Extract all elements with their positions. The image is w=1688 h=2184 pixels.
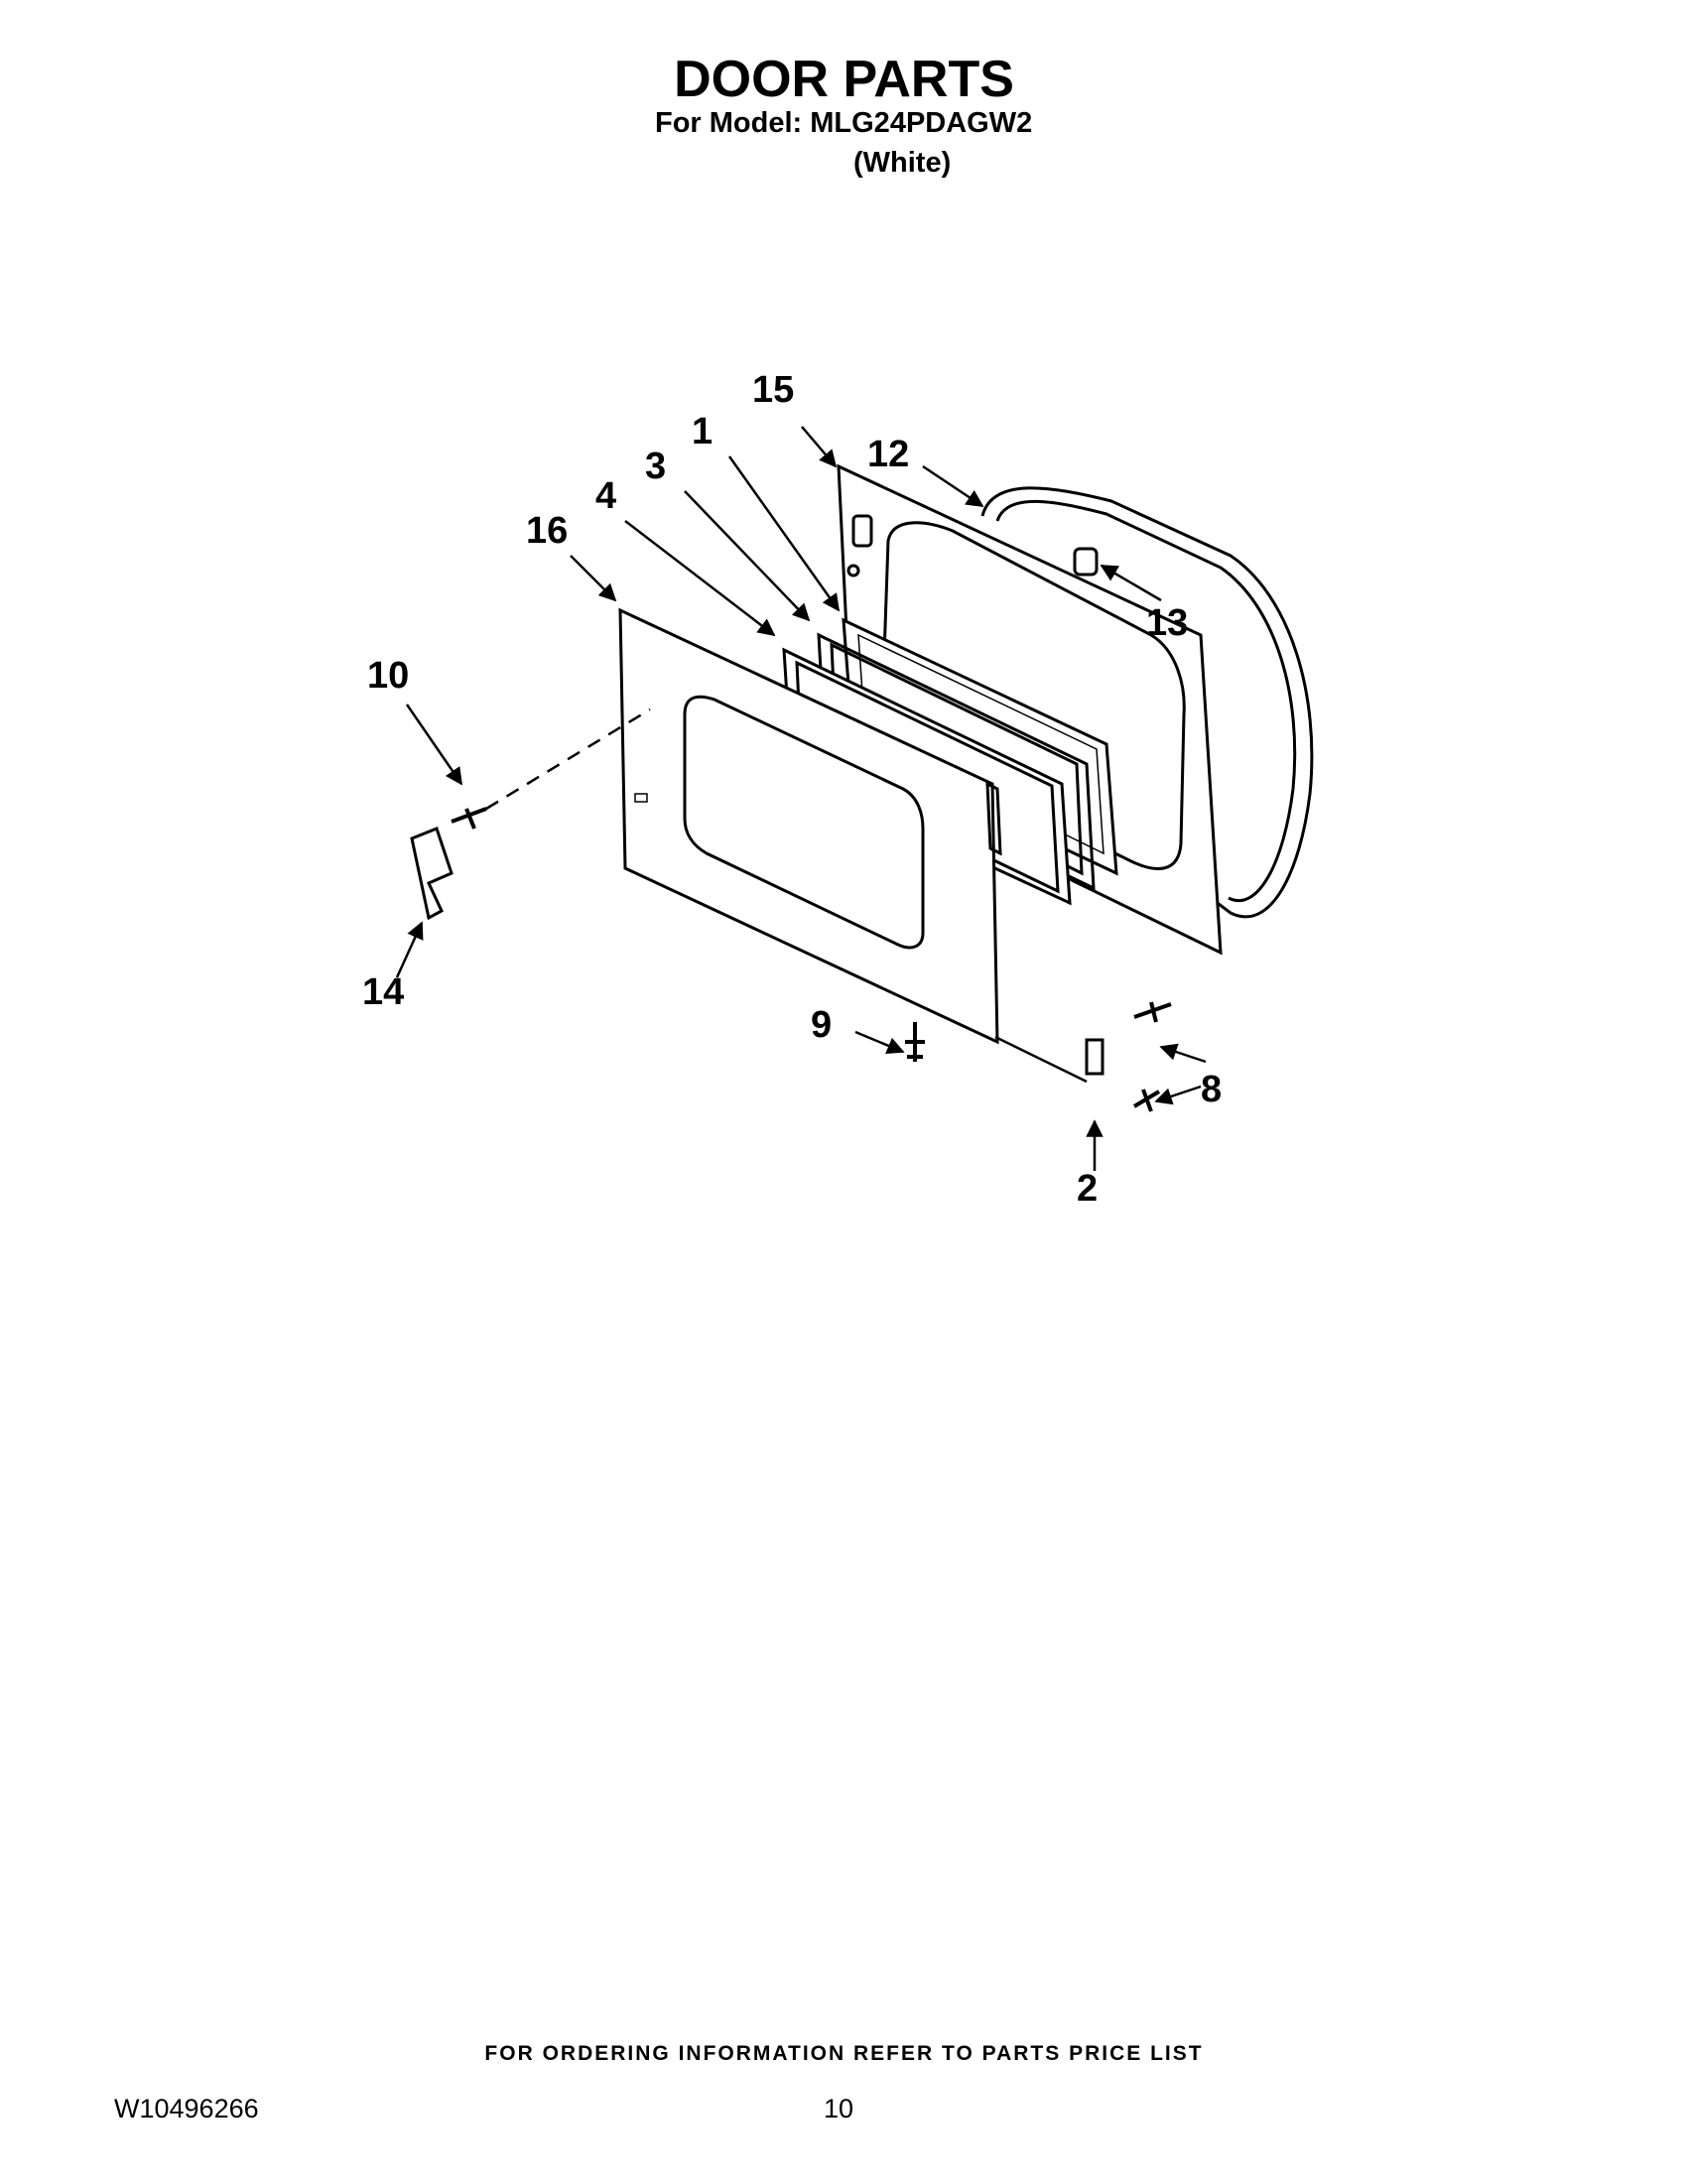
bottom-screw-part bbox=[905, 1022, 925, 1062]
callout-16: 16 bbox=[526, 510, 568, 552]
outer-door-panel-part bbox=[618, 607, 1002, 1045]
leader-8a bbox=[1159, 1043, 1207, 1064]
leader-3 bbox=[684, 490, 811, 622]
ordering-note: FOR ORDERING INFORMATION REFER TO PARTS … bbox=[484, 2042, 1204, 2065]
leader-12 bbox=[922, 464, 984, 508]
leader-1 bbox=[727, 455, 841, 612]
leader-lines bbox=[395, 426, 1207, 1171]
hinge-assembly-line bbox=[994, 1035, 1088, 1084]
door-handle-part bbox=[410, 827, 454, 921]
leader-14 bbox=[395, 921, 424, 978]
leader-4 bbox=[624, 520, 776, 637]
callout-15: 15 bbox=[752, 369, 794, 411]
callout-8: 8 bbox=[1201, 1069, 1222, 1110]
leader-15 bbox=[801, 426, 838, 468]
callout-4: 4 bbox=[595, 475, 616, 517]
page-number: 10 bbox=[824, 2094, 854, 2123]
leader-8b bbox=[1154, 1085, 1202, 1105]
callout-1: 1 bbox=[692, 411, 713, 452]
bracket-part bbox=[1073, 547, 1099, 577]
callout-10: 10 bbox=[367, 655, 409, 697]
document-number: W10496266 bbox=[114, 2094, 259, 2123]
leader-10 bbox=[405, 704, 463, 786]
page-title: DOOR PARTS bbox=[674, 51, 1014, 108]
leader-16 bbox=[570, 555, 617, 602]
callout-13: 13 bbox=[1146, 602, 1188, 644]
handle-assembly-line bbox=[485, 707, 651, 811]
callout-12: 12 bbox=[867, 434, 909, 475]
model-line: For Model: MLG24PDAGW2 bbox=[655, 107, 1033, 139]
color-line: (White) bbox=[853, 147, 952, 179]
callout-9: 9 bbox=[811, 1004, 832, 1046]
hinge-plate-part bbox=[1085, 1038, 1104, 1076]
hinge-screw-lower-part bbox=[1132, 1089, 1161, 1112]
callout-14: 14 bbox=[362, 971, 404, 1013]
callout-3: 3 bbox=[645, 446, 666, 487]
leader-9 bbox=[854, 1030, 905, 1055]
hinge-screw-upper-part bbox=[1133, 1001, 1172, 1023]
handle-screw-part bbox=[451, 807, 487, 830]
door-gasket-part bbox=[980, 486, 1314, 919]
callout-2: 2 bbox=[1077, 1168, 1098, 1210]
leader-13 bbox=[1100, 564, 1162, 602]
